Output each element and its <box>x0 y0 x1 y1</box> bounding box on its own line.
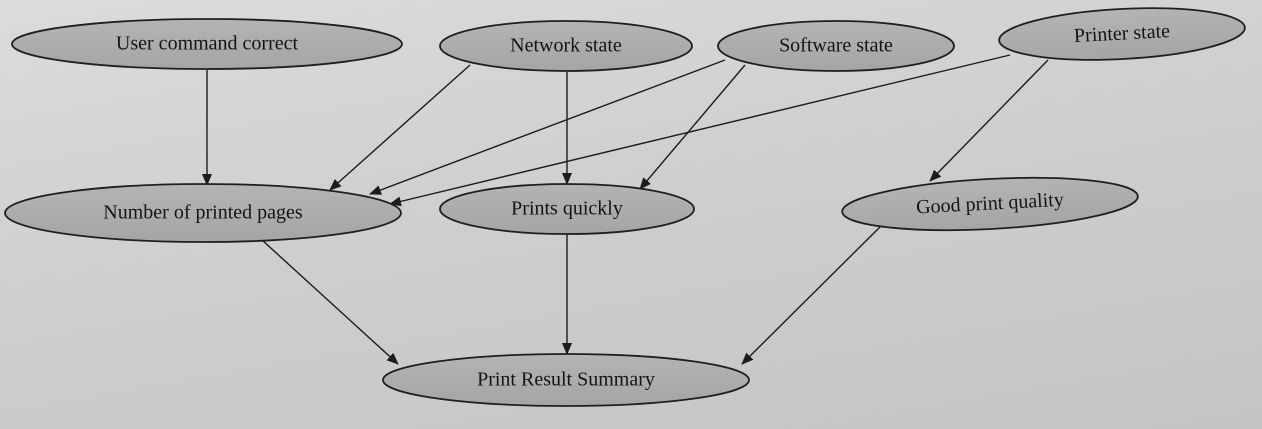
node-label-quick: Prints quickly <box>511 198 623 220</box>
edge-quality-to-summary <box>741 226 881 365</box>
node-printer: Printer state <box>998 7 1246 61</box>
node-ellipse-software <box>717 20 955 72</box>
node-ellipse-printer <box>998 7 1246 61</box>
edge-software-to-pages <box>369 59 726 195</box>
node-summary: Print Result Summary <box>382 353 750 407</box>
edge-printer-to-quality <box>929 59 1049 182</box>
edge-network-to-pages <box>329 64 471 191</box>
node-label-summary: Print Result Summary <box>477 369 655 391</box>
nodes-layer: User command correct Network state Softwar… <box>4 7 1246 407</box>
node-label-software: Software state <box>779 35 893 57</box>
node-ellipse-quality <box>841 176 1139 232</box>
node-user-command: User command correct <box>11 18 403 70</box>
node-quick: Prints quickly <box>439 183 695 235</box>
edges-layer <box>202 54 1049 365</box>
node-ellipse-quick <box>439 183 695 235</box>
edge-pages-to-summary <box>261 239 399 365</box>
node-ellipse-summary <box>382 353 750 407</box>
edge-software-to-quick <box>639 64 746 190</box>
edge-printer-to-pages <box>389 54 1011 207</box>
node-label-network: Network state <box>510 35 622 57</box>
node-label-pages: Number of printed pages <box>103 202 303 224</box>
node-software: Software state <box>717 20 955 72</box>
node-quality: Good print quality <box>841 176 1139 232</box>
node-pages: Number of printed pages <box>4 183 402 243</box>
node-label-user-command: User command correct <box>116 33 299 55</box>
node-network: Network state <box>439 20 693 72</box>
node-ellipse-network <box>439 20 693 72</box>
node-label-printer: Printer state <box>1073 20 1170 47</box>
node-ellipse-pages <box>4 183 402 243</box>
node-ellipse-user-command <box>11 18 403 70</box>
